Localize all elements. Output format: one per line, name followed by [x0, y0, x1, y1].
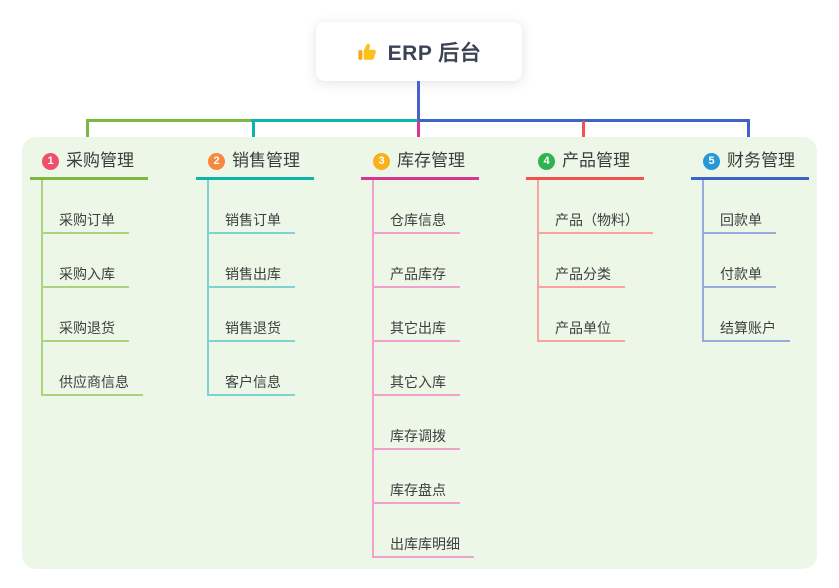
child-node[interactable]: 产品单位 [539, 288, 625, 342]
branch-purchase: 1 采购管理 采购订单 采购入库 采购退货 供应商信息 [30, 146, 148, 396]
connector-drop-branch-3 [417, 121, 420, 144]
child-node[interactable]: 库存调拨 [374, 396, 460, 450]
branch-number-badge: 3 [373, 152, 390, 170]
branch-children: 销售订单 销售出库 销售退货 客户信息 [207, 180, 314, 396]
child-node[interactable]: 结算账户 [704, 288, 790, 342]
child-node[interactable]: 产品库存 [374, 234, 460, 288]
branch-children: 仓库信息 产品库存 其它出库 其它入库 库存调拨 库存盘点 出库库明细 [372, 180, 479, 558]
child-node[interactable]: 产品（物料） [539, 180, 653, 234]
child-node[interactable]: 库存盘点 [374, 450, 460, 504]
branch-title-finance[interactable]: 5 财务管理 [691, 146, 809, 180]
child-node[interactable]: 仓库信息 [374, 180, 460, 234]
branch-number-badge: 1 [42, 152, 59, 170]
trunk-line [417, 81, 420, 122]
child-node[interactable]: 产品分类 [539, 234, 625, 288]
branch-title-inventory[interactable]: 3 库存管理 [361, 146, 479, 180]
branch-title-product[interactable]: 4 产品管理 [526, 146, 644, 180]
child-node[interactable]: 客户信息 [209, 342, 295, 396]
branch-title-label: 采购管理 [66, 151, 134, 170]
child-node[interactable]: 销售订单 [209, 180, 295, 234]
child-node[interactable]: 回款单 [704, 180, 776, 234]
branch-finance: 5 财务管理 回款单 付款单 结算账户 [691, 146, 809, 342]
branch-children: 采购订单 采购入库 采购退货 供应商信息 [41, 180, 148, 396]
branch-sales: 2 销售管理 销售订单 销售出库 销售退货 客户信息 [196, 146, 314, 396]
branch-number-badge: 5 [703, 152, 720, 170]
child-node[interactable]: 销售出库 [209, 234, 295, 288]
connector-h-branch-2 [251, 119, 418, 122]
child-node[interactable]: 采购退货 [43, 288, 129, 342]
branch-title-sales[interactable]: 2 销售管理 [196, 146, 314, 180]
branch-title-label: 财务管理 [727, 151, 795, 170]
branch-children: 产品（物料） 产品分类 产品单位 [537, 180, 653, 342]
child-node[interactable]: 出库库明细 [374, 504, 474, 558]
connector-drop-branch-1 [86, 119, 89, 146]
child-node[interactable]: 采购入库 [43, 234, 129, 288]
child-node[interactable]: 其它出库 [374, 288, 460, 342]
child-node[interactable]: 付款单 [704, 234, 776, 288]
branch-title-label: 产品管理 [562, 151, 630, 170]
thumbs-up-icon [358, 43, 376, 60]
child-node[interactable]: 其它入库 [374, 342, 460, 396]
root-title: ERP 后台 [387, 41, 482, 65]
connector-h-branch-1 [86, 119, 253, 122]
child-node[interactable]: 供应商信息 [43, 342, 143, 396]
branches-panel [22, 137, 817, 569]
connector-drop-branch-2 [252, 119, 255, 146]
branch-number-badge: 4 [538, 152, 555, 170]
child-node[interactable]: 采购订单 [43, 180, 129, 234]
root-node-erp[interactable]: ERP 后台 [316, 22, 522, 81]
connector-drop-branch-5 [747, 119, 750, 146]
branch-number-badge: 2 [208, 152, 225, 170]
child-node[interactable]: 销售退货 [209, 288, 295, 342]
branch-title-purchase[interactable]: 1 采购管理 [30, 146, 148, 180]
branch-title-label: 销售管理 [232, 151, 300, 170]
connector-drop-branch-4 [582, 121, 585, 143]
branch-children: 回款单 付款单 结算账户 [702, 180, 809, 342]
connector-h-branch-5 [418, 119, 749, 122]
branch-title-label: 库存管理 [397, 151, 465, 170]
branch-product: 4 产品管理 产品（物料） 产品分类 产品单位 [526, 146, 653, 342]
branch-inventory: 3 库存管理 仓库信息 产品库存 其它出库 其它入库 库存调拨 库存盘点 出库库… [361, 146, 479, 558]
